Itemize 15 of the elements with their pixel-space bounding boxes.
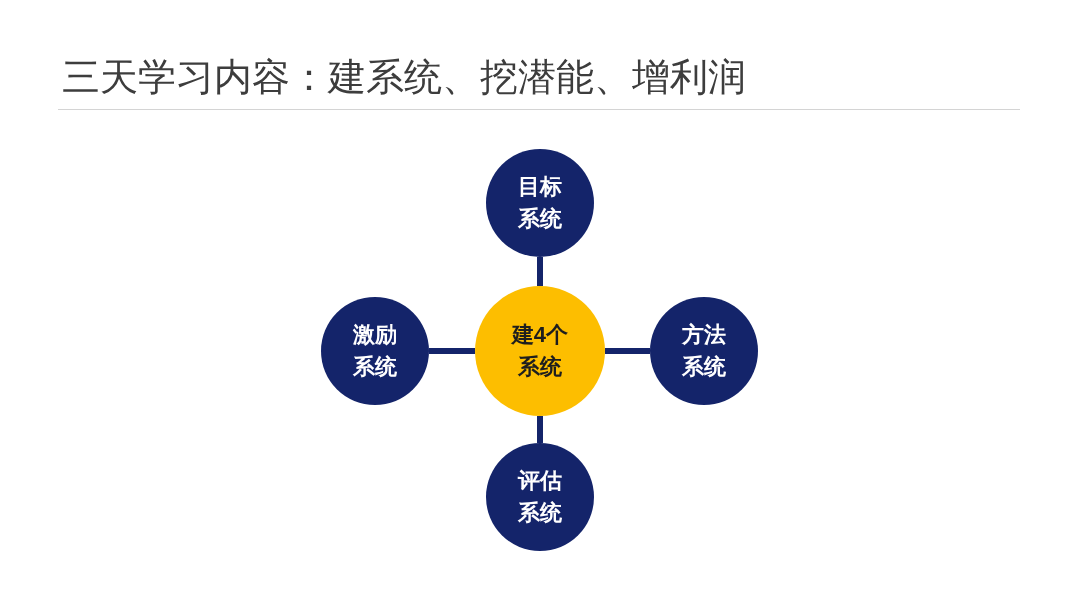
- connector-line: [537, 416, 543, 443]
- center-circle: [475, 286, 605, 416]
- connector-line: [429, 348, 475, 354]
- connector-line: [605, 348, 650, 354]
- node-label: 评估系统: [517, 467, 563, 527]
- circle-node: [486, 443, 594, 551]
- circle-node: [321, 297, 429, 405]
- node-label: 激励系统: [352, 321, 398, 381]
- connector-line: [537, 257, 543, 286]
- node-label: 建4个系统: [510, 321, 570, 381]
- node-label: 目标系统: [517, 173, 563, 233]
- circle-node: [486, 149, 594, 257]
- circle-node: [650, 297, 758, 405]
- slide-title: 三天学习内容：建系统、挖潜能、增利润: [62, 55, 746, 100]
- node-label: 方法系统: [681, 321, 727, 381]
